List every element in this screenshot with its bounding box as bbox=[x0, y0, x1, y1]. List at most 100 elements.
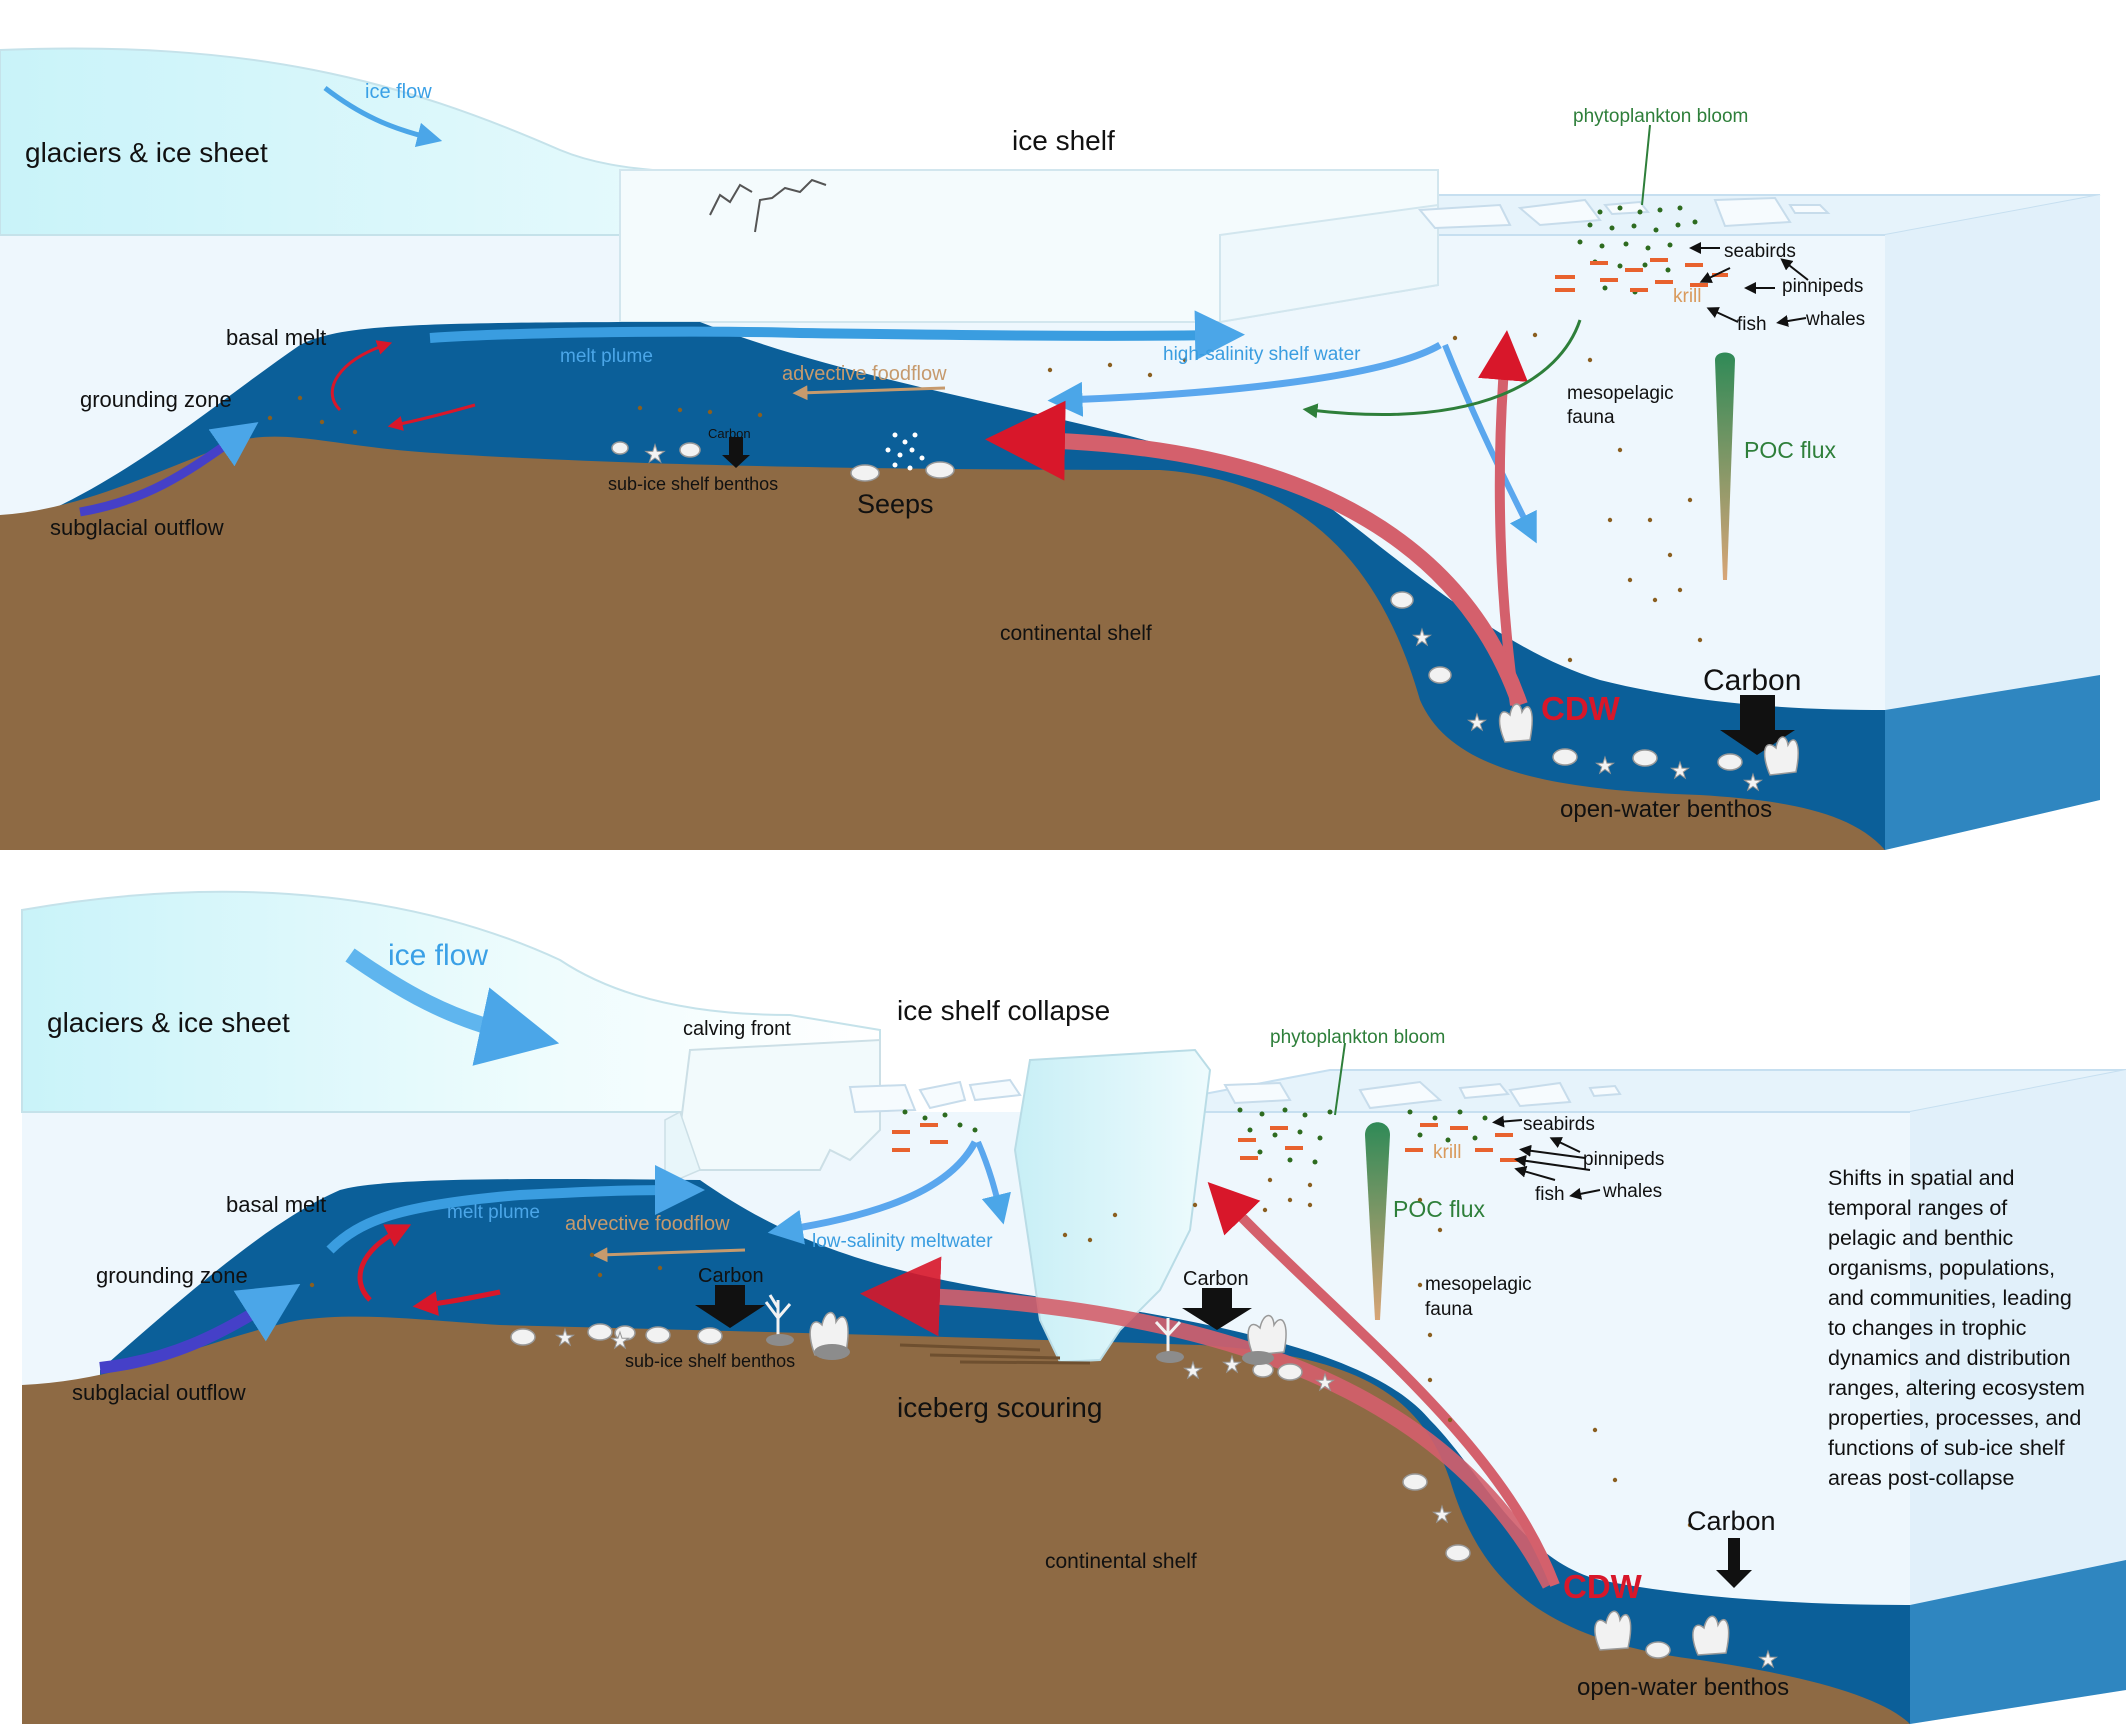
top-label-melt-plume: melt plume bbox=[560, 346, 653, 367]
top-label-fish: fish bbox=[1737, 314, 1767, 335]
top-label-subglacial-outflow: subglacial outflow bbox=[50, 515, 224, 540]
bottom-label-advective-foodflow: advective foodflow bbox=[565, 1213, 730, 1235]
top-food-web-arrows bbox=[1689, 242, 1809, 327]
top-starfish: ★ ★ ★ ★ ★ ★ bbox=[644, 441, 1764, 796]
shifts-line: Shifts in spatial and bbox=[1828, 1166, 2014, 1190]
bottom-label-krill: krill bbox=[1433, 1142, 1462, 1163]
bottom-label-fish: fish bbox=[1535, 1184, 1565, 1205]
svg-text:★: ★ bbox=[1758, 1647, 1778, 1672]
bottom-carbon-mid-arrow bbox=[1182, 1288, 1252, 1330]
svg-text:★: ★ bbox=[610, 1328, 630, 1353]
top-label-phytoplankton-bloom: phytoplankton bloom bbox=[1573, 106, 1748, 127]
bottom-starfish: ★ ★ ★ ★ ★ ★ ★ bbox=[555, 1325, 1779, 1673]
bottom-ice-flow-arrow bbox=[345, 948, 560, 1066]
bottom-foodflow-arrow bbox=[592, 1247, 746, 1263]
bottom-ocean-box-side-deep bbox=[1910, 1560, 2126, 1724]
shifts-line: temporal ranges of bbox=[1828, 1196, 2007, 1220]
top-label-pinnipeds: pinnipeds bbox=[1782, 276, 1863, 297]
bottom-krill-dashes bbox=[892, 1123, 1518, 1162]
bottom-ocean-box-side bbox=[1910, 1070, 2126, 1724]
bottom-sea-ice-floes bbox=[848, 1078, 1622, 1114]
bottom-poc-flux-cone bbox=[1365, 1122, 1390, 1320]
bottom-low-salinity-arrow bbox=[767, 1140, 979, 1245]
bottom-label-ice-flow: ice flow bbox=[388, 939, 488, 972]
top-label-mesopelagic: mesopelagic bbox=[1567, 383, 1674, 404]
top-carbon-small-arrow bbox=[722, 437, 750, 468]
top-benthos-organisms bbox=[611, 441, 1799, 776]
bottom-calving-front bbox=[678, 1038, 881, 1171]
top-label-high-salinity: high-salinity shelf water bbox=[1163, 344, 1361, 365]
bottom-return-red-arrow bbox=[412, 1289, 501, 1316]
top-sediment bbox=[0, 436, 1885, 850]
shifts-line: pelagic and benthic bbox=[1828, 1226, 2014, 1250]
top-return-red-arrow bbox=[387, 403, 476, 431]
bottom-label-fauna: fauna bbox=[1425, 1299, 1473, 1320]
top-label-grounding-zone: grounding zone bbox=[80, 387, 232, 412]
bottom-label-carbon-left: Carbon bbox=[698, 1265, 764, 1287]
bottom-label-low-salinity: low-salinity meltwater bbox=[812, 1231, 993, 1252]
top-high-salinity-arrow bbox=[1047, 341, 1442, 417]
top-poc-flux-cone bbox=[1715, 352, 1735, 580]
bottom-basal-melt-red-arrow bbox=[357, 1224, 412, 1302]
bottom-label-calving-front: calving front bbox=[683, 1018, 791, 1040]
svg-text:★: ★ bbox=[1315, 1370, 1335, 1395]
top-carbon-big-arrow bbox=[1720, 695, 1795, 755]
top-label-ice-shelf: ice shelf bbox=[1012, 125, 1115, 156]
bottom-label-mesopelagic: mesopelagic bbox=[1425, 1274, 1532, 1295]
top-cdw-inflow-arrow bbox=[985, 400, 1528, 708]
top-subglacial-outflow-arrow bbox=[79, 422, 259, 517]
top-label-ice-flow: ice flow bbox=[365, 81, 432, 103]
top-label-krill: krill bbox=[1673, 286, 1702, 307]
svg-text:★: ★ bbox=[644, 441, 666, 468]
bottom-label-grounding-zone: grounding zone bbox=[96, 1263, 248, 1288]
top-label-continental-shelf: continental shelf bbox=[1000, 622, 1152, 645]
top-label-whales: whales bbox=[1805, 309, 1865, 330]
bottom-panel: ★ ★ ★ ★ ★ ★ ★ ice flow glaciers & ice sh… bbox=[21, 890, 2126, 1724]
top-label-fauna: fauna bbox=[1567, 407, 1615, 428]
bottom-label-glaciers: glaciers & ice sheet bbox=[47, 1007, 290, 1038]
bottom-label-poc-flux: POC flux bbox=[1393, 1196, 1486, 1222]
top-label-carbon-big: Carbon bbox=[1703, 664, 1801, 697]
top-downwelling-arrow bbox=[1442, 343, 1537, 544]
top-ocean-box-side-deep bbox=[1885, 675, 2100, 850]
bottom-subglacial-outflow-arrow bbox=[99, 1283, 301, 1374]
bottom-label-seabirds: seabirds bbox=[1523, 1114, 1595, 1135]
bottom-cdw-upwelling-arrow bbox=[1207, 1181, 1560, 1587]
shifts-line: dynamics and distribution bbox=[1828, 1346, 2071, 1370]
bottom-bloom-leader bbox=[1334, 1042, 1346, 1116]
shifts-line: and communities, leading bbox=[1828, 1286, 2072, 1310]
top-melt-plume-arrow bbox=[429, 310, 1245, 361]
bottom-shifts-paragraph: Shifts in spatial and temporal ranges of… bbox=[1828, 1166, 2085, 1490]
top-label-poc-flux: POC flux bbox=[1744, 437, 1837, 463]
top-basal-melt-red-arrow bbox=[330, 340, 393, 412]
top-bloom-leader bbox=[1641, 124, 1651, 206]
shifts-line: functions of sub-ice shelf bbox=[1828, 1436, 2065, 1460]
svg-text:★: ★ bbox=[1412, 625, 1432, 650]
shifts-line: properties, processes, and bbox=[1828, 1406, 2081, 1430]
bottom-rocks bbox=[766, 1334, 1274, 1365]
top-ice-shelf-front bbox=[1219, 203, 1439, 324]
top-label-basal-melt: basal melt bbox=[226, 325, 326, 350]
bottom-cdw-inflow-arrow bbox=[860, 1256, 1558, 1589]
top-seep-bubbles bbox=[885, 432, 925, 471]
bottom-carbon-left-arrow bbox=[695, 1285, 765, 1328]
bottom-label-sub-ice-benthos: sub-ice shelf benthos bbox=[625, 1351, 795, 1371]
top-green-arrow bbox=[1302, 319, 1582, 419]
svg-text:★: ★ bbox=[1670, 758, 1690, 783]
shifts-line: to changes in trophic bbox=[1828, 1316, 2027, 1340]
bottom-scouring-marks bbox=[899, 1343, 1091, 1365]
svg-text:★: ★ bbox=[1432, 1502, 1452, 1527]
top-label-seabirds: seabirds bbox=[1724, 241, 1796, 262]
bottom-corals bbox=[764, 1294, 1182, 1355]
top-ice-cracks bbox=[709, 178, 827, 233]
shifts-line: areas post-collapse bbox=[1828, 1466, 2014, 1490]
bottom-sediment bbox=[22, 1316, 1910, 1724]
bottom-label-iceberg-scouring: iceberg scouring bbox=[897, 1392, 1102, 1423]
bottom-meltwater-down-arrow bbox=[975, 1140, 1011, 1225]
bottom-label-phytoplankton-bloom: phytoplankton bloom bbox=[1270, 1027, 1445, 1048]
top-label-glaciers: glaciers & ice sheet bbox=[25, 137, 268, 168]
top-panel: ★ ★ ★ ★ ★ ★ ice flow glaciers & ice shee… bbox=[0, 47, 2101, 850]
bottom-carbon-right-arrow bbox=[1716, 1538, 1752, 1588]
